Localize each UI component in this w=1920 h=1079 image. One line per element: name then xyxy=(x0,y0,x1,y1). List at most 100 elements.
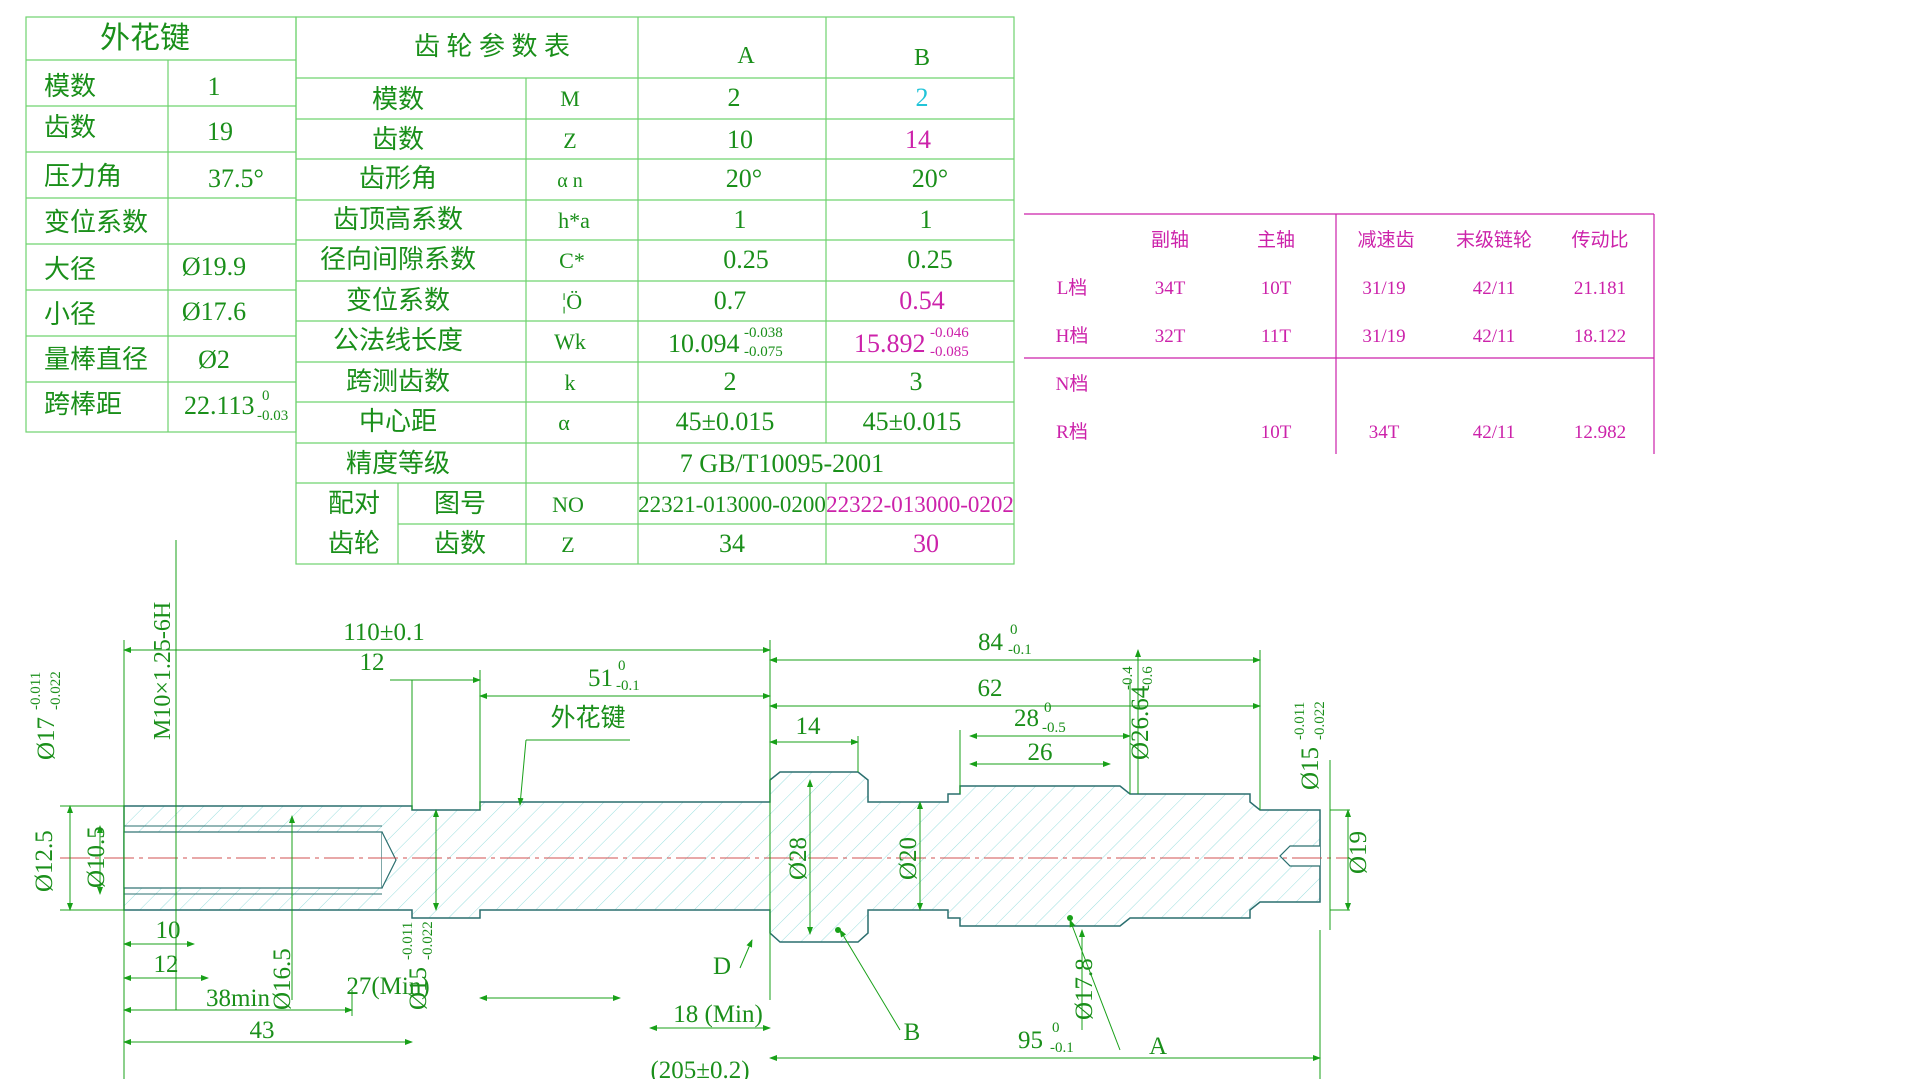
centerline-markers xyxy=(835,915,1073,933)
gear-row-b: 1 xyxy=(920,205,933,234)
dim-28-tol-lower: -0.5 xyxy=(1042,720,1066,736)
gear-row-label: 跨测齿数 xyxy=(346,367,450,396)
dim-d15-bore: Ø15 xyxy=(405,967,432,1010)
dim-d16-5: Ø16.5 xyxy=(269,948,296,1010)
spline-row-label: 齿数 xyxy=(44,113,96,142)
dim-d15-bore-tol-upper: -0.011 xyxy=(400,922,416,960)
ratio-cell: 10T xyxy=(1261,278,1292,299)
ratio-cell: 11T xyxy=(1261,326,1291,347)
gear-row-symbol: k xyxy=(565,370,576,395)
dim-51-tol-lower: -0.1 xyxy=(616,678,640,694)
spline-parameter-table xyxy=(25,16,297,433)
gear-parameter-table xyxy=(295,16,1015,565)
dim-d26-64-tol-upper: -0.4 xyxy=(1120,666,1136,690)
dim-d15-tol-lower: -0.022 xyxy=(1312,701,1328,740)
spline-callout: 外花键 xyxy=(550,704,625,732)
gear-row-label: 齿数 xyxy=(372,125,424,154)
precision-label: 精度等级 xyxy=(346,449,450,478)
dim-d17-8: Ø17.8 xyxy=(1071,958,1098,1020)
gear-row-a-tol-upper: -0.038 xyxy=(744,325,783,341)
spline-row-value: Ø2 xyxy=(198,345,230,374)
spline-row-value: Ø19.9 xyxy=(182,252,246,281)
dim-43: 43 xyxy=(250,1017,275,1044)
spline-row-tol-lower: -0.03 xyxy=(257,408,288,424)
gear-row-label: 中心距 xyxy=(359,407,437,436)
dim-d20: Ø20 xyxy=(895,837,922,880)
dim-d28: Ø28 xyxy=(785,837,812,880)
ratio-cell: 32T xyxy=(1155,326,1186,347)
dim-d17-tol-upper: -0.011 xyxy=(28,672,44,710)
dim-d15-tol-upper: -0.011 xyxy=(1292,702,1308,740)
gear-row-b: 14 xyxy=(905,125,931,154)
gear-row-a: 0.25 xyxy=(723,245,769,274)
dim-18min: 18 (Min) xyxy=(673,1001,763,1028)
spline-row-label: 大径 xyxy=(44,255,96,284)
spline-row-tol-upper: 0 xyxy=(262,388,270,404)
ratio-cell: 31/19 xyxy=(1362,278,1405,299)
dim-38min: 38min xyxy=(206,985,270,1012)
ratio-cell: 42/11 xyxy=(1473,278,1516,299)
pair-teeth-b: 30 xyxy=(913,529,939,558)
gear-row-b: 20° xyxy=(912,164,948,193)
dim-205: (205±0.2) xyxy=(650,1057,749,1079)
label-b: B xyxy=(904,1019,921,1046)
dim-62: 62 xyxy=(978,675,1003,702)
ratio-header: 主轴 xyxy=(1257,229,1295,251)
dim-95-tol-lower: -0.1 xyxy=(1050,1040,1074,1056)
gear-row-b: 3 xyxy=(910,367,923,396)
gear-row-label: 公法线长度 xyxy=(333,326,463,355)
spline-row-value: 19 xyxy=(207,117,233,146)
gear-row-label: 齿形角 xyxy=(359,164,437,193)
gear-row-b: 2 xyxy=(916,83,929,112)
dim-d15-bore-tol-lower: -0.022 xyxy=(420,921,436,960)
gear-row-a: 2 xyxy=(728,83,741,112)
ratio-cell: 42/11 xyxy=(1473,422,1516,443)
pair-teeth-a: 34 xyxy=(719,529,745,558)
dim-d19: Ø19 xyxy=(1345,831,1372,874)
gear-row-label: 变位系数 xyxy=(346,286,450,315)
spline-row-label: 变位系数 xyxy=(44,208,148,237)
shaft-body xyxy=(60,771,1350,943)
pair-label-2: 齿轮 xyxy=(328,529,380,558)
ratio-header: 末级链轮 xyxy=(1456,229,1532,251)
dim-d26-64: Ø26.64 xyxy=(1127,685,1154,760)
spline-row-label: 模数 xyxy=(44,72,96,101)
spline-table-title: 外花键 xyxy=(100,22,190,55)
dim-110: 110±0.1 xyxy=(343,619,425,646)
drawing-no-a: 22321-013000-0200 xyxy=(638,492,826,517)
dim-95: 95 xyxy=(1018,1027,1043,1054)
spline-row-label: 量棒直径 xyxy=(44,345,148,374)
gear-row-symbol: C* xyxy=(559,248,585,273)
ratio-gear-label: L档 xyxy=(1057,277,1088,299)
spline-row-label: 压力角 xyxy=(44,162,122,191)
gear-row-a: 20° xyxy=(726,164,762,193)
drawing-no-symbol: NO xyxy=(552,492,584,517)
dim-d26-64-tol-lower: -0.6 xyxy=(1140,666,1156,690)
gear-table-title: 齿 轮 参 数 表 xyxy=(414,32,570,61)
ratio-cell: 34T xyxy=(1155,278,1186,299)
gear-row-a: 45±0.015 xyxy=(676,407,775,436)
dim-d17-tol-lower: -0.022 xyxy=(48,671,64,710)
pair-teeth-label: 齿数 xyxy=(434,529,486,558)
ratio-cell: 10T xyxy=(1261,422,1292,443)
pair-teeth-symbol: Z xyxy=(561,532,574,557)
ratio-header: 减速齿 xyxy=(1357,229,1414,251)
dim-27min: 27(Min) xyxy=(346,973,429,1000)
gear-row-a: 1 xyxy=(734,205,747,234)
ratio-cell: 31/19 xyxy=(1362,326,1405,347)
ratio-cell: 21.181 xyxy=(1574,278,1626,299)
gear-row-symbol: ¦Ö xyxy=(562,289,582,314)
dim-28-tol-upper: 0 xyxy=(1044,700,1052,716)
dim-d12-5: Ø12.5 xyxy=(31,830,58,892)
drawing-no-label: 图号 xyxy=(434,489,486,518)
dim-d10-5: Ø10.5 xyxy=(83,826,110,888)
precision-value: 7 GB/T10095-2001 xyxy=(680,449,884,478)
dim-26: 26 xyxy=(1028,739,1053,766)
dim-84-tol-lower: -0.1 xyxy=(1008,642,1032,658)
gear-row-symbol: α n xyxy=(557,170,582,192)
gear-col-b-header: B xyxy=(914,45,930,71)
ratio-cell: 42/11 xyxy=(1473,326,1516,347)
spline-row-label: 小径 xyxy=(44,300,96,329)
dim-95-tol-upper: 0 xyxy=(1052,1020,1060,1036)
